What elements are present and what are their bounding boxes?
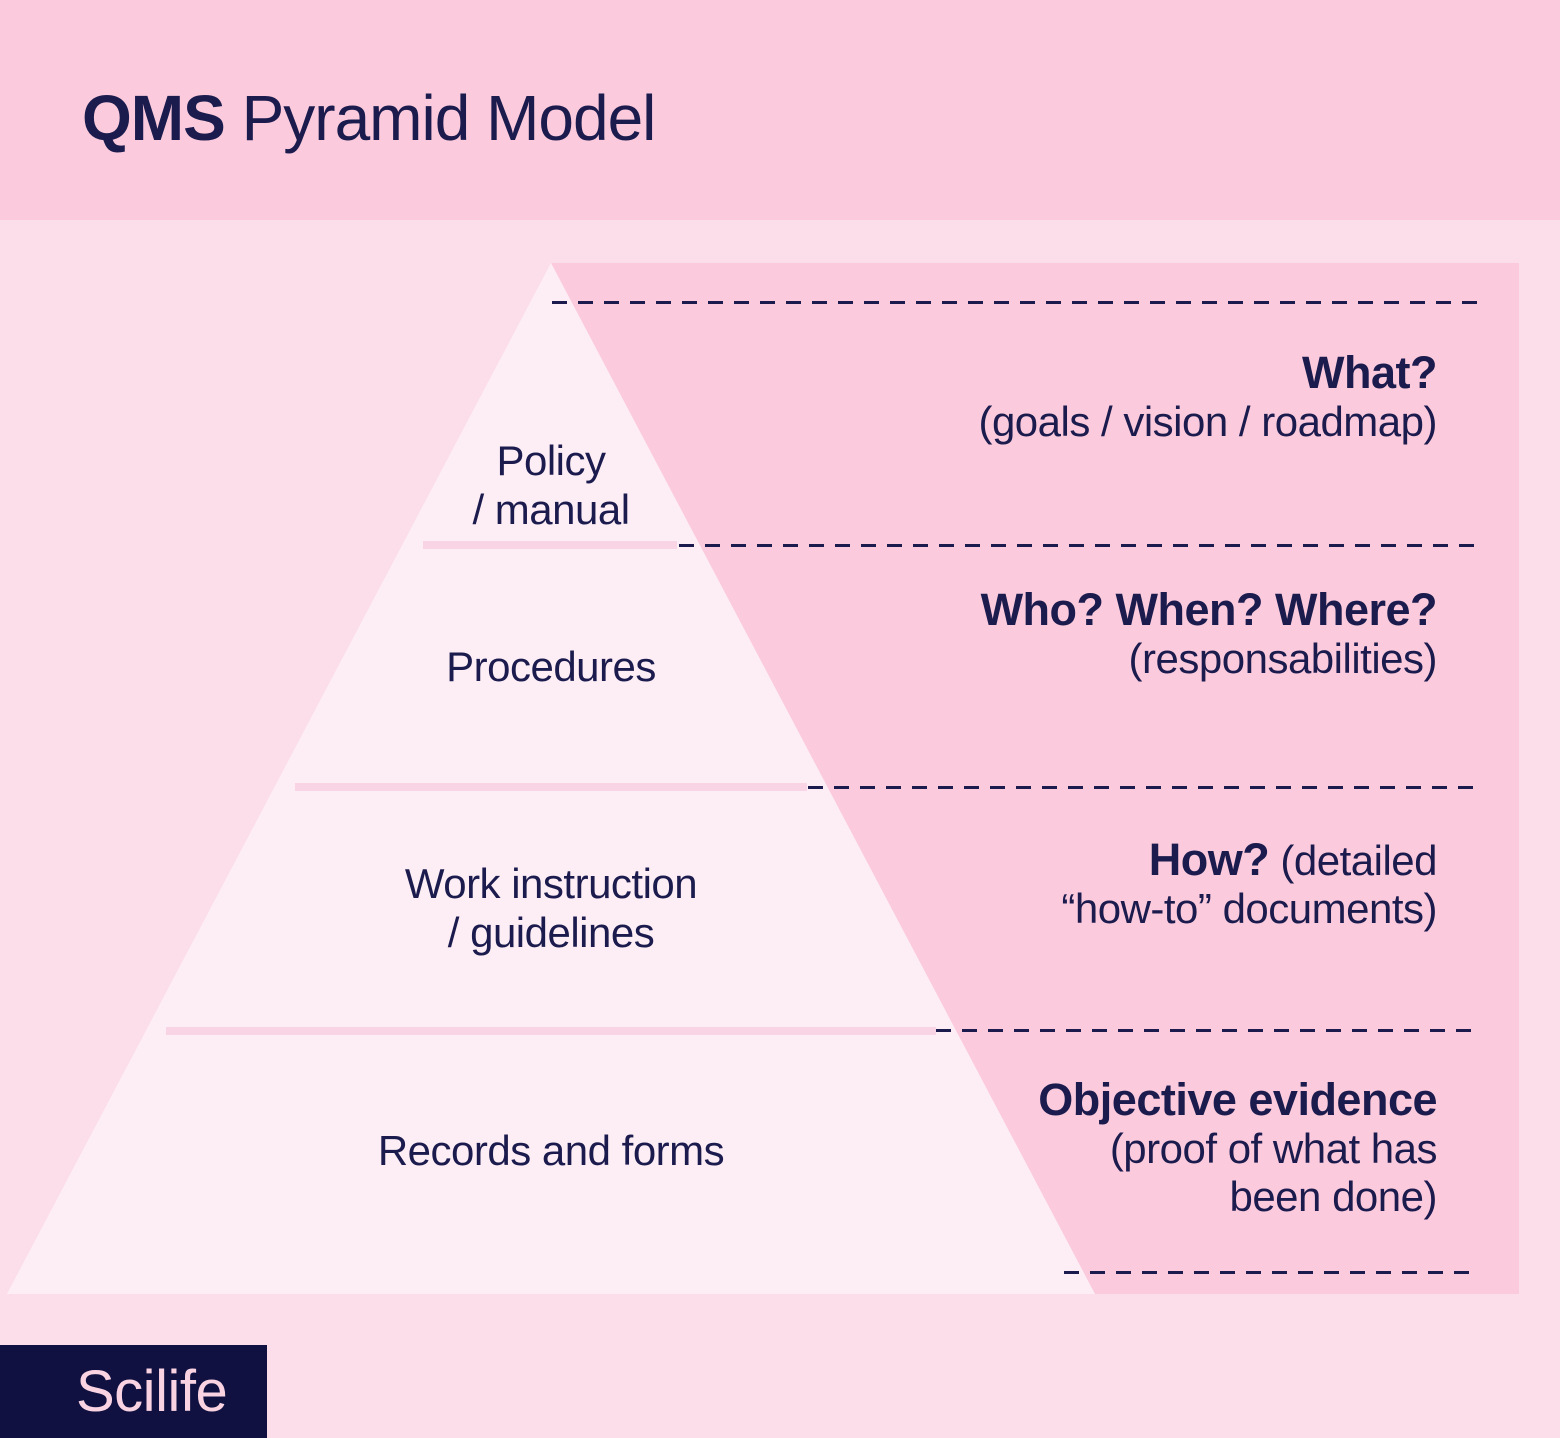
- level-divider-2: [295, 783, 807, 791]
- page-title-bold: QMS: [82, 82, 226, 154]
- annotation-what-heading: What?: [797, 349, 1437, 398]
- dashed-separator-5: [1064, 1271, 1478, 1274]
- annotation-evidence-subtext-1: (proof of what has: [1109, 1125, 1438, 1172]
- header-band: QMS Pyramid Model: [0, 0, 1560, 220]
- page-title: QMS Pyramid Model: [82, 82, 657, 154]
- work-line-1: Work instruction: [404, 860, 698, 907]
- annotation-who-heading: Who? When? Where?: [797, 584, 1438, 635]
- annotation-evidence-subtext-2: been done): [1229, 1173, 1437, 1220]
- dashed-separator-3: [808, 786, 1478, 789]
- annotation-how-bold: How?: [1148, 834, 1270, 885]
- policy-line-2: / manual: [472, 486, 630, 533]
- scilife-logo-box: Scilife: [0, 1345, 267, 1438]
- annotation-who-subtext: (responsabilities): [1128, 635, 1438, 682]
- annotation-who-when-where: Who? When? Where? (responsabilities): [797, 584, 1438, 683]
- annotation-how-subtext: “how-to” documents): [1061, 885, 1437, 932]
- annotation-what-subtext: (goals / vision / roadmap): [978, 398, 1437, 445]
- pyramid-level-label-records-forms: Records and forms: [291, 1126, 811, 1175]
- pyramid-level-label-policy-manual: Policy / manual: [291, 436, 811, 534]
- annotation-objective-evidence: Objective evidence (proof of what has be…: [797, 1076, 1437, 1221]
- pyramid-level-label-procedures: Procedures: [291, 642, 811, 691]
- annotation-how-suffix: (detailed: [1269, 837, 1437, 884]
- level-divider-1: [423, 541, 677, 549]
- annotation-how-heading: How? (detailed: [797, 834, 1438, 885]
- annotation-evidence-bold: Objective evidence: [1038, 1074, 1437, 1125]
- annotation-how: How? (detailed “how-to” documents): [797, 836, 1437, 933]
- work-line-2: / guidelines: [447, 909, 655, 956]
- dashed-separator-2: [679, 544, 1478, 547]
- records-line-1: Records and forms: [377, 1127, 725, 1174]
- pyramid-level-label-work-instruction: Work instruction / guidelines: [291, 859, 811, 957]
- annotation-what-bold: What?: [1302, 347, 1437, 398]
- annotation-who-bold: Who? When? Where?: [980, 584, 1438, 635]
- procedures-line-1: Procedures: [446, 643, 656, 690]
- level-divider-3: [166, 1027, 936, 1035]
- annotation-evidence-heading: Objective evidence: [797, 1076, 1437, 1125]
- annotation-what: What? (goals / vision / roadmap): [797, 349, 1437, 446]
- scilife-logo-text: Scilife: [76, 1358, 228, 1424]
- dashed-separator-1: [552, 301, 1478, 304]
- policy-line-1: Policy: [496, 437, 606, 484]
- page-title-regular: Pyramid Model: [241, 82, 657, 154]
- dashed-separator-4: [936, 1029, 1478, 1032]
